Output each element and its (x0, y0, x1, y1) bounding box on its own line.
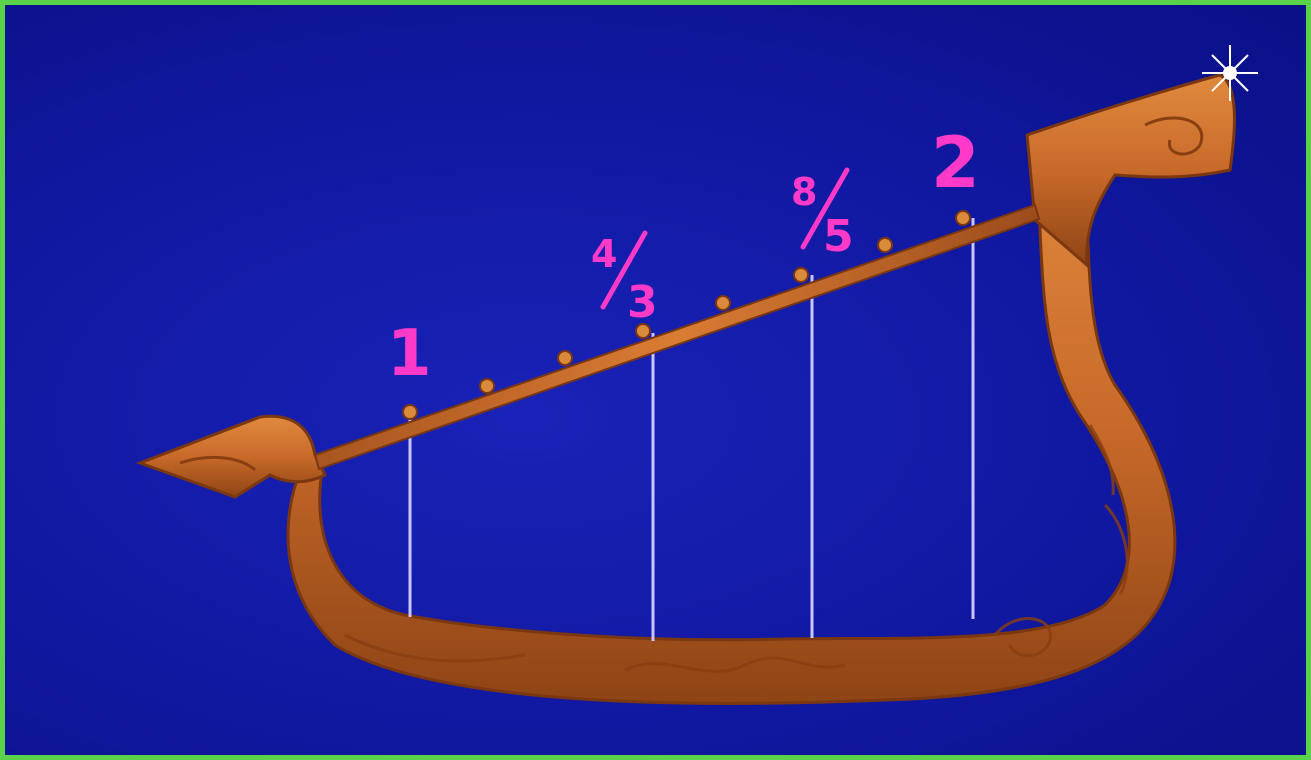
harp-strings (410, 218, 973, 641)
label-eight-fifths: 8 5 (791, 170, 854, 262)
label-four-thirds-denominator: 3 (627, 277, 658, 328)
label-eight-fifths-numerator: 8 (791, 170, 817, 214)
label-two: 2 (931, 122, 980, 204)
right-prow (1027, 75, 1234, 265)
tuning-pegs (403, 211, 970, 419)
label-one: 1 (387, 317, 432, 391)
label-eight-fifths-denominator: 5 (823, 211, 854, 262)
label-four-thirds-numerator: 4 (591, 232, 617, 276)
label-four-thirds: 4 3 (591, 232, 658, 328)
harp-illustration: 1 4 3 8 5 2 (5, 5, 1311, 760)
